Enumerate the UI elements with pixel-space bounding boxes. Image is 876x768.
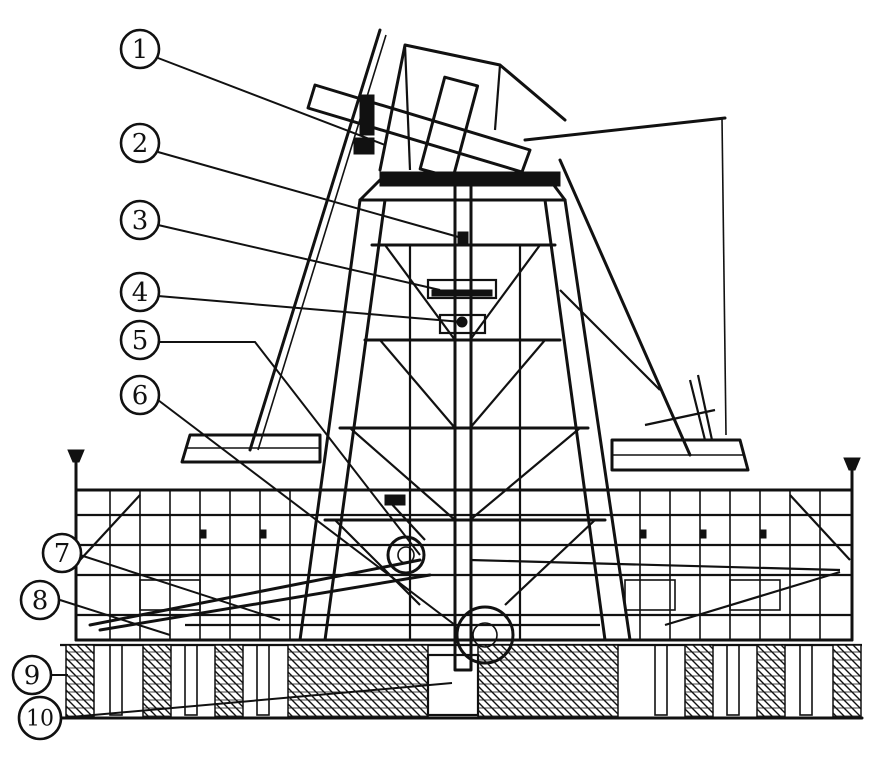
callout-3-circle [119, 199, 161, 241]
callout-6-circle [119, 374, 161, 416]
callout-6: 6 [119, 374, 161, 416]
callout-8-circle [19, 579, 61, 621]
central-shaft [426, 178, 498, 672]
callout-1-circle [119, 28, 161, 70]
callout-8-label: 8 [32, 586, 49, 616]
callout-8: 8 [19, 579, 61, 621]
callout-2-label: 2 [132, 129, 149, 159]
callout-7-circle [41, 532, 83, 574]
callout-9-label: 9 [24, 661, 41, 691]
foundation-piers [58, 643, 864, 720]
callout-4: 4 [119, 271, 161, 313]
callout-4-label: 4 [132, 278, 149, 308]
tower-frame [248, 28, 692, 642]
callout-3: 3 [119, 199, 161, 241]
callout-10-label: 10 [26, 707, 54, 732]
callout-9: 9 [11, 654, 53, 696]
callout-5: 5 [119, 319, 161, 361]
drive-wheels [384, 374, 716, 665]
callout-7-label: 7 [54, 539, 71, 569]
callout-6-label: 6 [132, 381, 149, 411]
callout-1-label: 1 [132, 35, 149, 65]
telescope-tube [306, 75, 727, 436]
callout-7: 7 [41, 532, 83, 574]
callout-2-circle [119, 122, 161, 164]
callout-3-label: 3 [132, 206, 149, 236]
callout-5-label: 5 [132, 326, 149, 356]
callout-10: 10 [17, 695, 63, 741]
platform [180, 433, 750, 472]
callout-5-circle [119, 319, 161, 361]
callout-leaders [52, 57, 463, 719]
callout-10-circle [17, 695, 63, 741]
lower-frame [67, 449, 861, 642]
callout-1: 1 [119, 28, 161, 70]
callout-2: 2 [119, 122, 161, 164]
callout-4-circle [119, 271, 161, 313]
callout-9-circle [11, 654, 53, 696]
